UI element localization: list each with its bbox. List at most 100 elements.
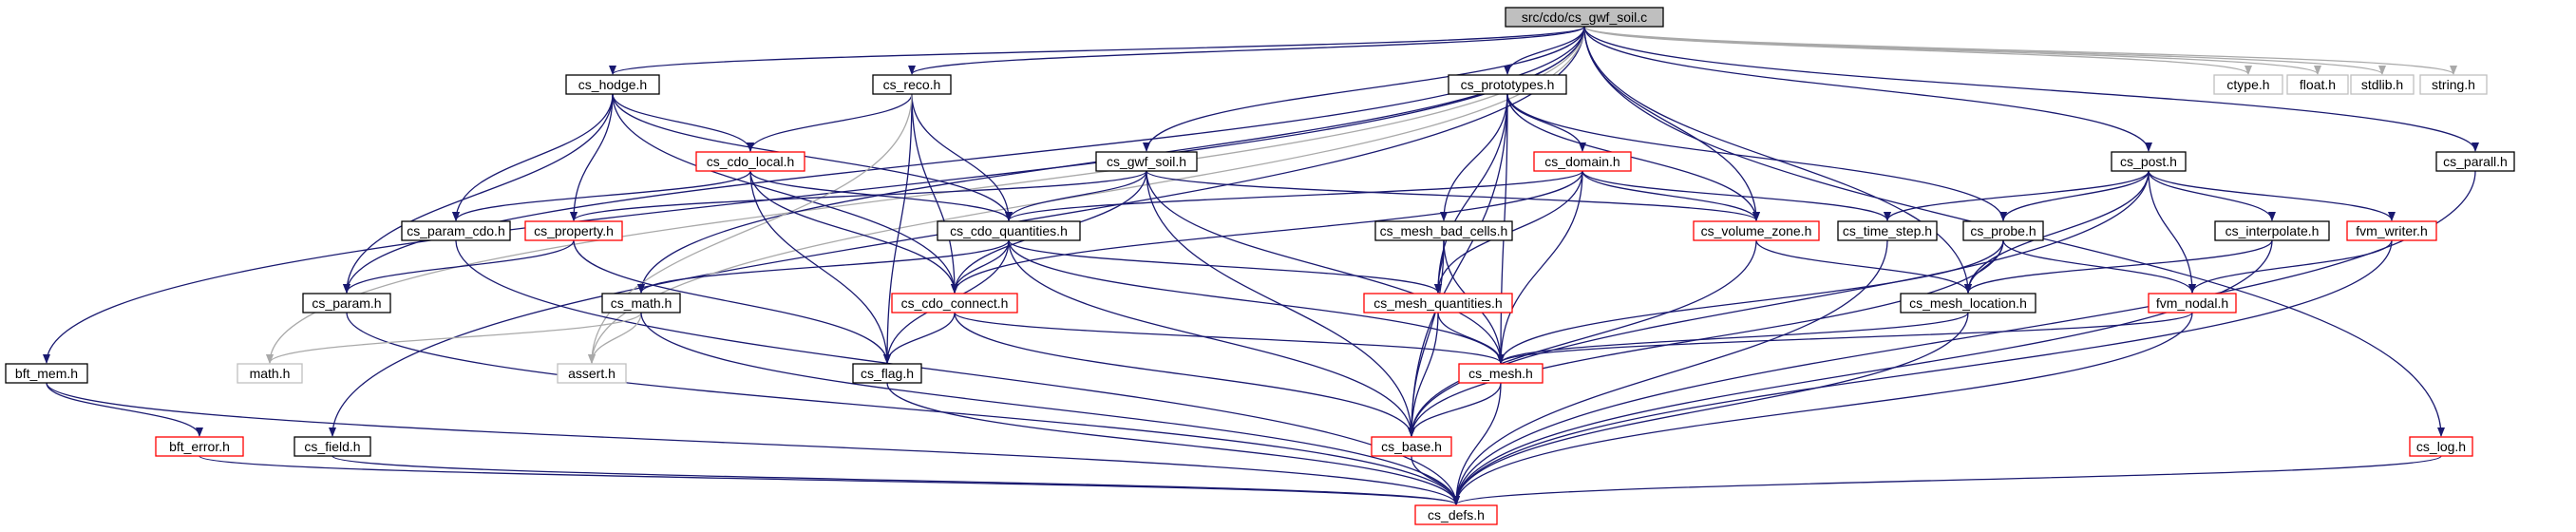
node-cs-hodge[interactable]: cs_hodge.h bbox=[565, 74, 660, 95]
node-label: cs_reco.h bbox=[883, 77, 941, 92]
edge-cs-prototypes-to-cs-mesh-quantities bbox=[1434, 93, 1508, 294]
node-cs-param[interactable]: cs_param.h bbox=[302, 293, 391, 314]
edge-cs-domain-to-cs-mesh bbox=[1497, 170, 1583, 364]
edge-cs-domain-to-cs-time-step bbox=[1582, 170, 1891, 221]
node-cs-volume-zone[interactable]: cs_volume_zone.h bbox=[1693, 220, 1820, 241]
node-cs-cdo-quantities[interactable]: cs_cdo_quantities.h bbox=[937, 220, 1081, 241]
edge-cs-probe-to-cs-mesh bbox=[1497, 239, 2004, 364]
node-root[interactable]: src/cdo/cs_gwf_soil.c bbox=[1505, 7, 1664, 28]
node-label: ctype.h bbox=[2226, 77, 2269, 92]
edge-cs-cdo-local-to-cs-param-cdo bbox=[452, 170, 751, 221]
node-label: stdlib.h bbox=[2361, 77, 2403, 92]
node-cs-mesh[interactable]: cs_mesh.h bbox=[1458, 363, 1544, 384]
edge-cs-param-to-cs-defs bbox=[346, 312, 1460, 505]
edge-bft-mem-to-bft-error bbox=[46, 382, 203, 437]
node-label: cs_cdo_connect.h bbox=[901, 295, 1009, 311]
edge-cs-mesh-bad-cells-to-cs-base bbox=[1408, 239, 1445, 437]
node-label: cs_param_cdo.h bbox=[407, 223, 505, 238]
edge-cs-cdo-quantities-to-cs-mesh bbox=[1008, 239, 1505, 364]
node-cs-cdo-connect[interactable]: cs_cdo_connect.h bbox=[891, 293, 1018, 314]
edge-cs-probe-to-cs-base bbox=[1408, 239, 2004, 437]
node-label: cs_gwf_soil.h bbox=[1107, 154, 1186, 169]
edge-root-to-cs-post bbox=[1583, 26, 2152, 152]
node-fvm-writer[interactable]: fvm_writer.h bbox=[2346, 220, 2437, 241]
edge-cs-gwf-soil-to-cs-volume-zone bbox=[1146, 170, 1760, 221]
edge-cs-post-to-cs-probe bbox=[1999, 170, 2150, 221]
node-cs-gwf-soil[interactable]: cs_gwf_soil.h bbox=[1095, 151, 1198, 172]
node-cs-mesh-bad-cells[interactable]: cs_mesh_bad_cells.h bbox=[1374, 220, 1513, 241]
node-float: float.h bbox=[2286, 74, 2349, 95]
node-label: cs_parall.h bbox=[2443, 154, 2508, 169]
node-ctype: ctype.h bbox=[2213, 74, 2283, 95]
edge-bft-mem-to-cs-defs bbox=[46, 382, 1460, 505]
node-label: cs_mesh.h bbox=[1468, 366, 1533, 381]
node-label: string.h bbox=[2432, 77, 2475, 92]
node-cs-log[interactable]: cs_log.h bbox=[2409, 436, 2473, 457]
edge-cs-cdo-quantities-to-cs-mesh-quantities bbox=[1008, 239, 1442, 294]
edge-cs-flag-to-cs-defs bbox=[886, 382, 1460, 505]
edge-cs-prototypes-to-cs-domain bbox=[1506, 93, 1586, 152]
node-label: cs_mesh_location.h bbox=[1909, 295, 2027, 311]
edge-cs-hodge-to-cs-param bbox=[343, 93, 614, 294]
edge-cs-mesh-to-cs-defs bbox=[1452, 382, 1502, 505]
edge-cs-volume-zone-to-cs-mesh-location bbox=[1755, 239, 1972, 294]
node-bft-error[interactable]: bft_error.h bbox=[155, 436, 244, 457]
node-label: cs_flag.h bbox=[861, 366, 914, 381]
node-cs-param-cdo[interactable]: cs_param_cdo.h bbox=[401, 220, 511, 241]
node-cs-mesh-quantities[interactable]: cs_mesh_quantities.h bbox=[1363, 293, 1513, 314]
node-cs-time-step[interactable]: cs_time_step.h bbox=[1837, 220, 1938, 241]
edge-cs-domain-to-cs-volume-zone bbox=[1582, 170, 1760, 221]
edge-cs-cdo-local-to-cs-cdo-connect bbox=[749, 170, 958, 294]
edge-cs-post-to-fvm-writer bbox=[2148, 170, 2396, 221]
edge-cs-gwf-soil-to-cs-base bbox=[1146, 170, 1415, 437]
edge-cs-gwf-soil-to-cs-cdo-quantities bbox=[1005, 170, 1147, 221]
edge-cs-field-to-cs-defs bbox=[331, 455, 1460, 505]
node-label: cs_hodge.h bbox=[578, 77, 647, 92]
node-label: assert.h bbox=[568, 366, 616, 381]
edge-cs-mesh-quantities-to-cs-base bbox=[1408, 312, 1439, 437]
edge-cs-mesh-location-to-cs-mesh bbox=[1497, 312, 1969, 364]
node-bft-mem[interactable]: bft_mem.h bbox=[5, 363, 88, 384]
node-label: cs_cdo_local.h bbox=[707, 154, 795, 169]
edge-cs-domain-to-cs-cdo-quantities bbox=[1005, 170, 1583, 221]
node-assert: assert.h bbox=[557, 363, 627, 384]
node-cs-cdo-local[interactable]: cs_cdo_local.h bbox=[695, 151, 805, 172]
edge-cs-log-to-cs-defs bbox=[1452, 455, 2442, 505]
edge-cs-hodge-to-cs-cdo-local bbox=[612, 93, 754, 152]
node-cs-defs[interactable]: cs_defs.h bbox=[1414, 504, 1498, 525]
edge-cs-cdo-quantities-to-cs-base bbox=[1008, 239, 1415, 437]
edge-cs-cdo-connect-to-cs-flag bbox=[883, 312, 956, 364]
node-cs-mesh-location[interactable]: cs_mesh_location.h bbox=[1900, 293, 2036, 314]
edge-cs-reco-to-cs-cdo-connect bbox=[911, 93, 958, 294]
node-label: bft_mem.h bbox=[15, 366, 78, 381]
node-cs-math[interactable]: cs_math.h bbox=[601, 293, 681, 314]
node-stdlib: stdlib.h bbox=[2350, 74, 2415, 95]
node-fvm-nodal[interactable]: fvm_nodal.h bbox=[2148, 293, 2237, 314]
node-cs-interpolate[interactable]: cs_interpolate.h bbox=[2214, 220, 2330, 241]
node-cs-parall[interactable]: cs_parall.h bbox=[2435, 151, 2515, 172]
edge-cs-interpolate-to-cs-mesh-location bbox=[1964, 239, 2273, 294]
node-math: math.h bbox=[237, 363, 303, 384]
edge-cs-probe-to-fvm-nodal bbox=[2002, 239, 2196, 294]
edge-cs-interpolate-to-cs-defs bbox=[1452, 239, 2273, 505]
edge-cs-time-step-to-cs-defs bbox=[1452, 239, 1888, 505]
node-label: fvm_writer.h bbox=[2356, 223, 2427, 238]
dependency-edges bbox=[43, 26, 2479, 505]
node-cs-prototypes[interactable]: cs_prototypes.h bbox=[1448, 74, 1567, 95]
node-cs-field[interactable]: cs_field.h bbox=[294, 436, 371, 457]
edge-cs-post-to-cs-base bbox=[1408, 170, 2150, 437]
node-cs-probe[interactable]: cs_probe.h bbox=[1962, 220, 2044, 241]
edge-fvm-nodal-to-cs-mesh bbox=[1497, 312, 2193, 364]
edge-root-to-string bbox=[1583, 26, 2457, 75]
node-cs-property[interactable]: cs_property.h bbox=[524, 220, 623, 241]
edge-cs-gwf-soil-to-cs-mesh bbox=[1146, 170, 1505, 364]
node-cs-post[interactable]: cs_post.h bbox=[2111, 151, 2187, 172]
node-label: cs_interpolate.h bbox=[2226, 223, 2320, 238]
edge-cs-volume-zone-to-cs-base bbox=[1408, 239, 1757, 437]
node-cs-base[interactable]: cs_base.h bbox=[1371, 436, 1452, 457]
node-cs-domain[interactable]: cs_domain.h bbox=[1533, 151, 1632, 172]
node-cs-reco[interactable]: cs_reco.h bbox=[872, 74, 952, 95]
node-cs-flag[interactable]: cs_flag.h bbox=[852, 363, 922, 384]
edge-cs-cdo-connect-to-cs-mesh bbox=[954, 312, 1505, 364]
